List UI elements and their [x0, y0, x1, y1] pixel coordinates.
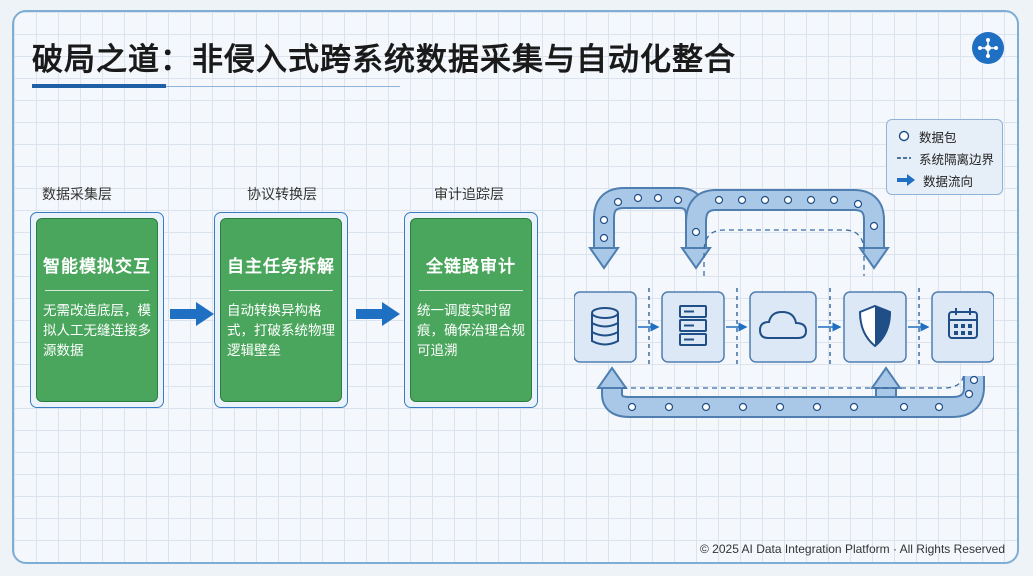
title-divider	[166, 86, 400, 87]
database-icon	[591, 307, 619, 346]
dashed-line-icon	[897, 157, 911, 159]
layer-label-audit: 审计追踪层	[434, 187, 504, 203]
card-description: 自动转换异构格式，打破系统物理逻辑壁垒	[227, 303, 335, 359]
card-audit-body: 全链路审计 统一调度实时留痕，确保治理合规可追溯	[410, 218, 532, 402]
title-underline	[32, 84, 166, 88]
legend-label: 数据流向	[923, 173, 974, 189]
legend-label: 数据包	[919, 129, 957, 145]
bottom-pipe	[596, 366, 985, 418]
top-pipe	[588, 187, 890, 270]
card-title: 自主任务拆解	[227, 257, 335, 277]
flow-arrow-icon	[170, 302, 214, 326]
legend-item-flow: 数据流向	[897, 171, 973, 189]
page-title: 破局之道：非侵入式跨系统数据采集与自动化整合	[32, 42, 736, 78]
card-protocol-body: 自主任务拆解 自动转换异构格式，打破系统物理逻辑壁垒	[220, 218, 342, 402]
calendar-icon	[948, 308, 978, 339]
network-hub-icon	[972, 32, 1004, 64]
top-pipe-packets	[599, 193, 879, 243]
isolation-boundary-top	[703, 229, 865, 276]
card-collection: 智能模拟交互 无需改造底层，模拟人工无缝连接多源数据	[30, 212, 164, 408]
isolation-boundary-bottom	[622, 373, 965, 389]
node-connectors	[638, 288, 930, 366]
legend-item-boundary: 系统隔离边界	[897, 149, 994, 167]
card-title: 智能模拟交互	[43, 257, 151, 277]
bottom-pipe-packets	[627, 375, 979, 412]
pipeline-nodes	[574, 291, 994, 363]
layer-label-protocol: 协议转换层	[247, 187, 317, 203]
legend-label: 系统隔离边界	[919, 151, 995, 167]
data-pipeline-diagram	[574, 187, 994, 418]
layer-label-collection: 数据采集层	[42, 187, 112, 203]
card-description: 无需改造底层，模拟人工无缝连接多源数据	[43, 303, 151, 359]
cloud-icon	[758, 310, 808, 339]
card-title: 全链路审计	[426, 257, 516, 277]
card-audit: 全链路审计 统一调度实时留痕，确保治理合规可追溯	[404, 212, 538, 408]
legend-item-packet: 数据包	[897, 127, 957, 145]
card-description: 统一调度实时留痕，确保治理合规可追溯	[417, 303, 525, 359]
arrow-right-icon	[897, 174, 915, 186]
card-divider	[229, 290, 333, 291]
footer-copyright: © 2025 AI Data Integration Platform · Al…	[700, 542, 1005, 556]
card-divider	[419, 290, 523, 291]
server-icon	[679, 305, 707, 346]
packet-icon	[898, 130, 910, 142]
card-divider	[45, 290, 149, 291]
card-protocol: 自主任务拆解 自动转换异构格式，打破系统物理逻辑壁垒	[214, 212, 348, 408]
card-collection-body: 智能模拟交互 无需改造底层，模拟人工无缝连接多源数据	[36, 218, 158, 402]
shield-icon	[858, 304, 892, 348]
slide: 破局之道：非侵入式跨系统数据采集与自动化整合 数据采集层 智能模拟交互 无需改造…	[12, 10, 1019, 564]
flow-arrow-icon	[356, 302, 400, 326]
legend: 数据包 系统隔离边界 数据流向	[886, 119, 1003, 195]
